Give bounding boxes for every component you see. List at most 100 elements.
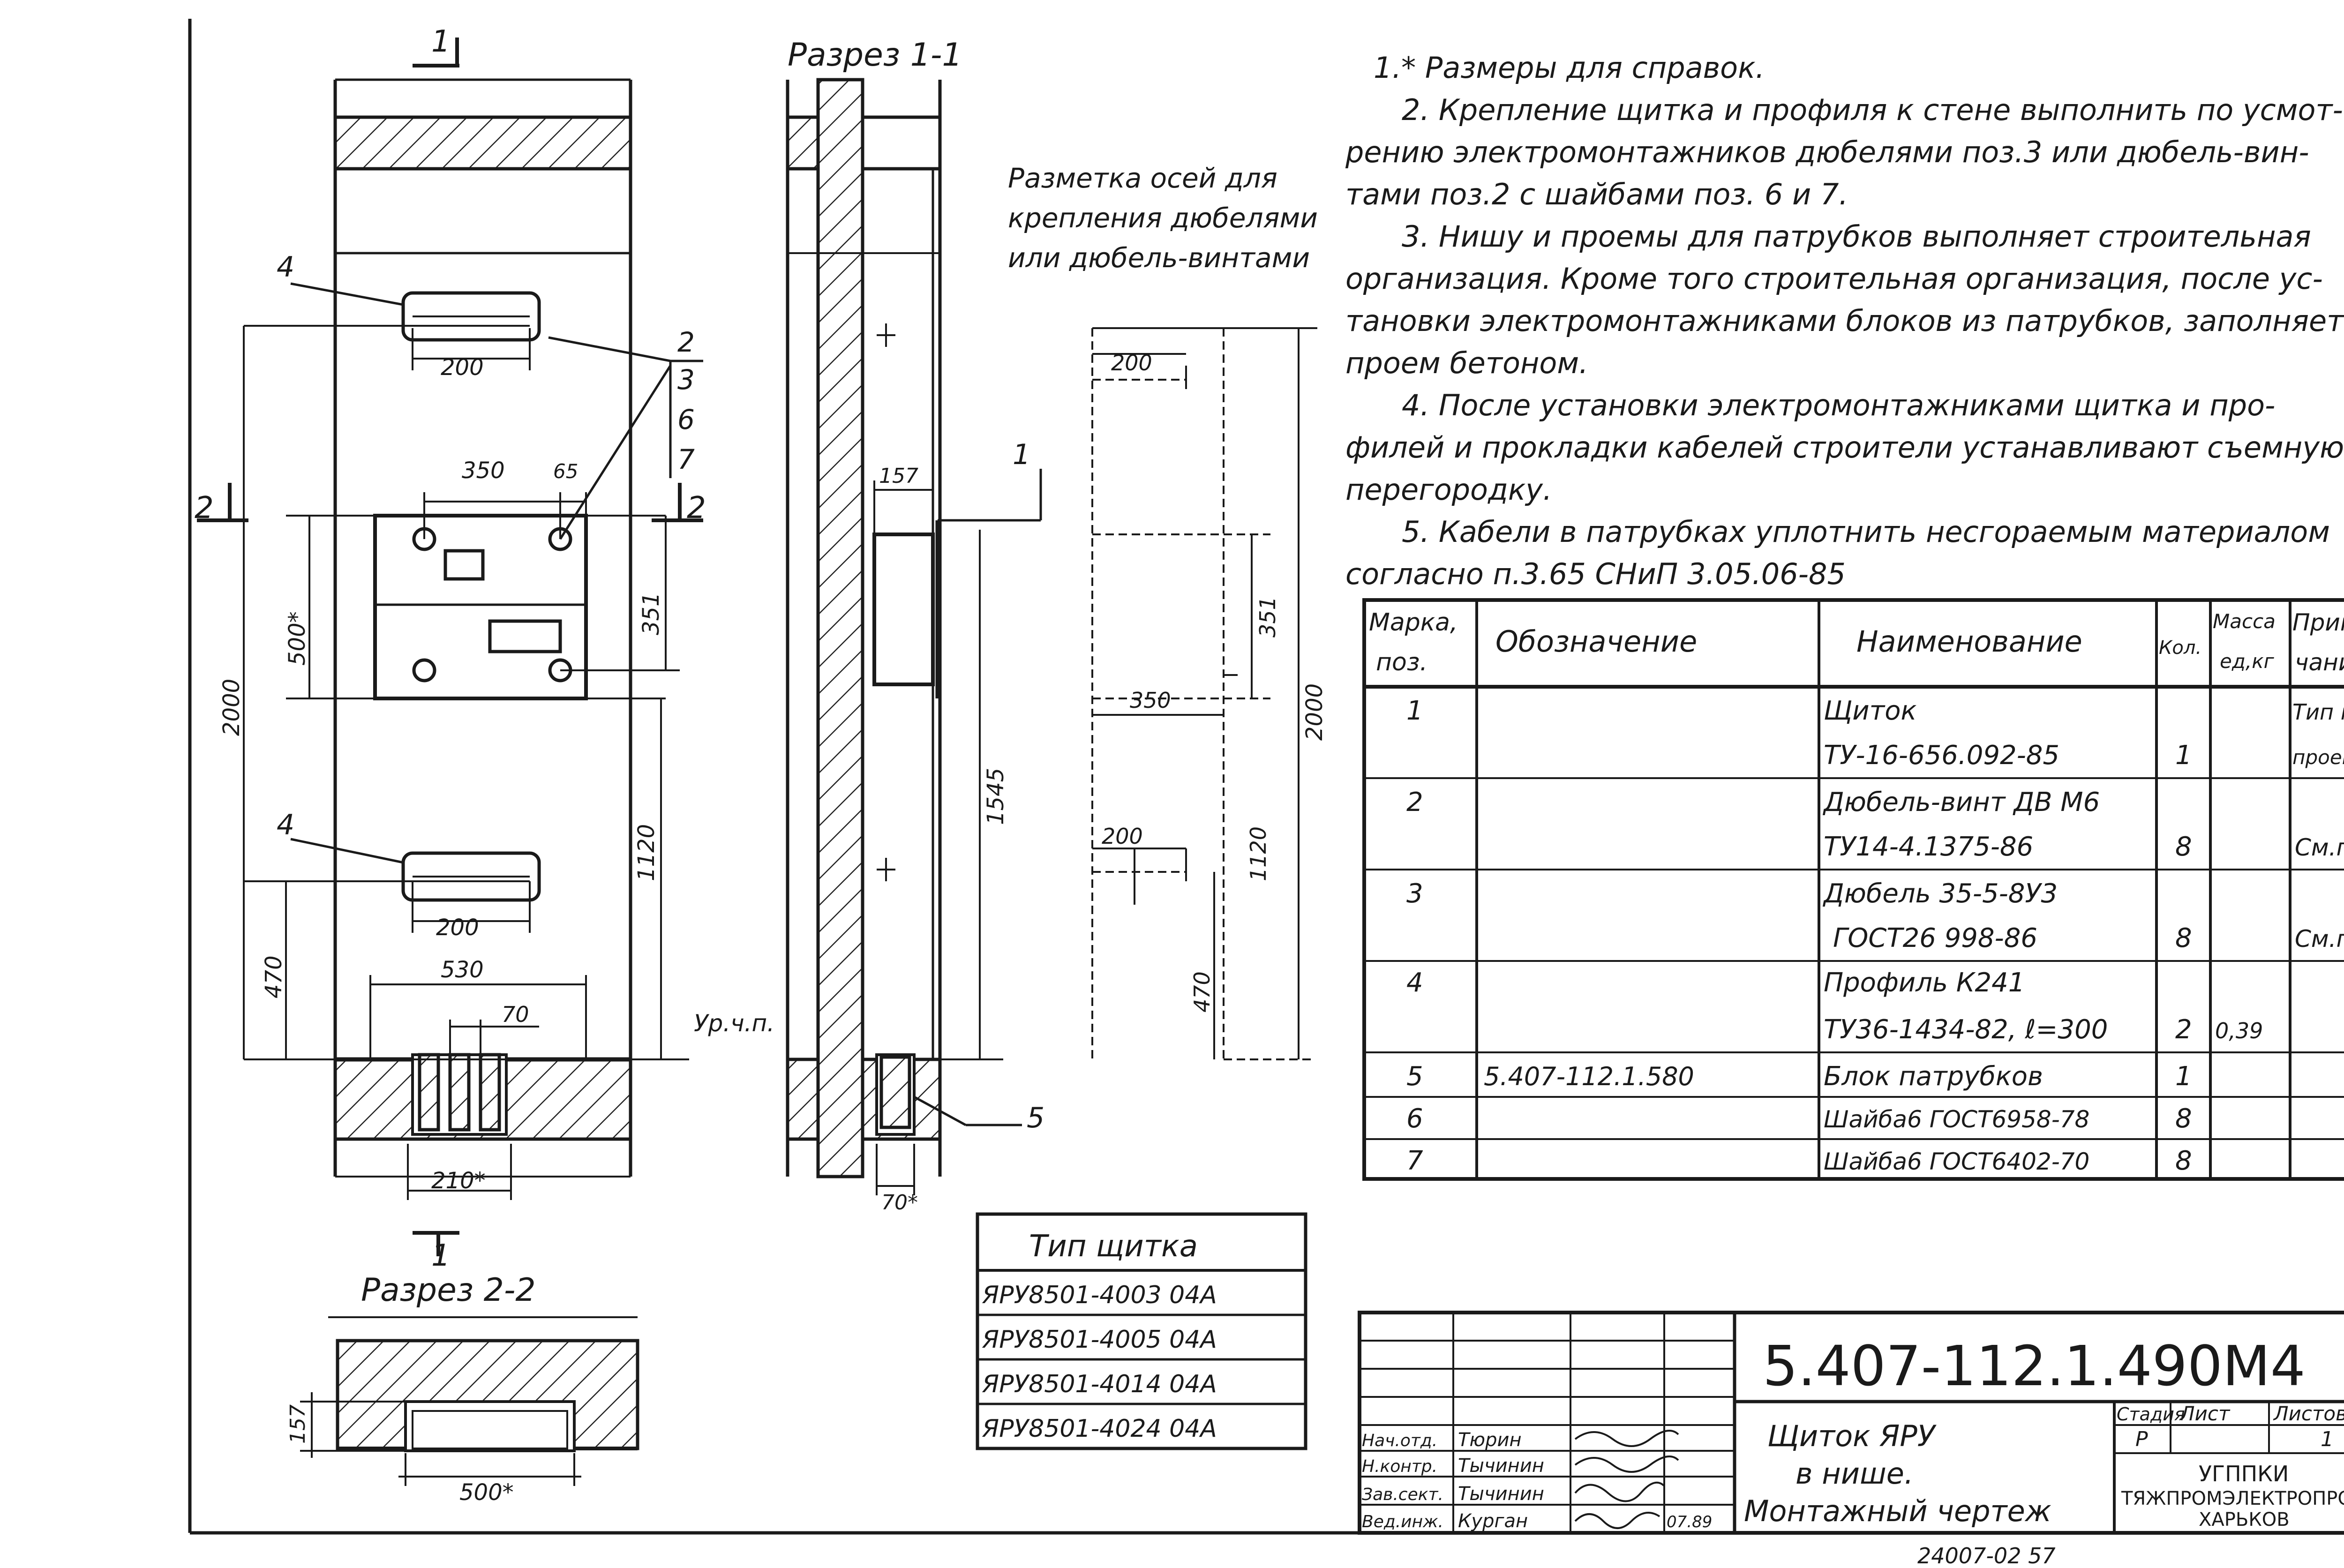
dim-210s: 210* <box>431 1168 486 1194</box>
spec-row-9-qty: 8 <box>2175 1103 2192 1134</box>
type-table-text: Тип щитка ЯРУ8501-4003 04А ЯРУ8501-4005 … <box>982 1229 1217 1443</box>
role-1-name: Тычинин <box>1458 1455 1544 1477</box>
dim-200-top: 200 <box>441 354 484 381</box>
spec-row-3-note: См.п.2 <box>2295 834 2344 861</box>
sheets-label: Листов <box>2273 1402 2344 1425</box>
callout-7: 7 <box>677 443 695 475</box>
spec-row-1-qty: 1 <box>2175 740 2192 771</box>
front-dimensions <box>243 325 689 1200</box>
spec-row-5-qty: 8 <box>2175 923 2192 953</box>
spec-header-note-2: чание <box>2295 649 2344 676</box>
front-leaders <box>290 282 703 864</box>
dim-530: 530 <box>441 957 484 983</box>
note-line: тами поз.2 с шайбами поз. 6 и 7. <box>1345 177 1848 211</box>
spec-header-mass-2: ед,кг <box>2220 650 2275 673</box>
spec-row-8-name: Блок патрубков <box>1824 1061 2043 1092</box>
spec-row-0-name: Щиток <box>1824 696 1917 726</box>
org-line-3: ХАРЬКОВ <box>2199 1509 2290 1530</box>
spec-row-2-name: Дюбель-винт ДВ М6 <box>1822 787 2100 818</box>
title-line-2: в нише. <box>1796 1456 1914 1491</box>
spec-row-0-mark: 1 <box>1406 696 1423 726</box>
spec-row-6-mark: 4 <box>1406 968 1423 998</box>
spec-row-5-note: См.п.2 <box>2295 925 2344 953</box>
dim-65: 65 <box>553 460 578 483</box>
dim-500s: 500* <box>284 611 310 666</box>
section-mark-left: 2 <box>195 491 214 525</box>
dim-200-bottom: 200 <box>436 915 479 941</box>
dim-2000-axes: 2000 <box>1301 683 1328 741</box>
spec-row-2-mark: 2 <box>1406 787 1423 818</box>
spec-header-mass-1: Масса <box>2213 610 2276 633</box>
note-line: проем бетоном. <box>1345 346 1588 380</box>
archive-number: 24007-02 57 <box>1917 1543 2056 1568</box>
stage-value: Р <box>2135 1427 2148 1451</box>
dim-350-axes: 350 <box>1130 688 1171 713</box>
type-row-2: ЯРУ8501-4014 04А <box>982 1370 1217 1398</box>
role-2-name: Тычинин <box>1458 1483 1544 1505</box>
spec-row-10-qty: 8 <box>2175 1146 2192 1176</box>
role-3: Вед.инж. <box>1362 1512 1443 1531</box>
spec-table-rows: 1 Щиток Тип по ТУ-16-656.092-85 1 проект… <box>1406 696 2344 1176</box>
sheet-label: Лист <box>2179 1402 2231 1425</box>
note-line: 1.* Размеры для справок. <box>1374 51 1765 85</box>
note-line: филей и прокладки кабелей строители уста… <box>1345 430 2344 465</box>
spec-header-note-1: Приме- <box>2292 609 2344 636</box>
axes-note-line-3: или дюбель-винтами <box>1008 242 1310 274</box>
type-row-1: ЯРУ8501-4005 04А <box>982 1326 1217 1354</box>
section-mark-top: 1 <box>431 24 451 59</box>
axes-note-line-2: крепления дюбелями <box>1008 202 1318 234</box>
callout-5: 5 <box>1027 1102 1044 1134</box>
section-1-1 <box>786 78 942 1178</box>
dim-1120-axes: 1120 <box>1246 826 1271 881</box>
title-line-1: Щиток ЯРУ <box>1767 1419 1937 1453</box>
spec-header-mark-1: Марка, <box>1369 608 1458 637</box>
spec-row-1-note: проекту <box>2292 746 2344 769</box>
spec-table-grid <box>1362 598 2344 1181</box>
note-line: рению электромонтажников дюбелями поз.3 … <box>1345 135 2309 169</box>
dim-470-front: 470 <box>261 955 287 998</box>
spec-row-4-mark: 3 <box>1406 878 1423 909</box>
sheets-value: 1 <box>2321 1427 2334 1451</box>
type-row-0: ЯРУ8501-4003 04А <box>982 1281 1217 1309</box>
floor-mark: Ур.ч.п. <box>694 1010 774 1037</box>
org-line-1: УГППКИ <box>2199 1461 2289 1486</box>
spec-row-5-name: ГОСТ26 998-86 <box>1833 923 2037 953</box>
spec-row-1-name: ТУ-16-656.092-85 <box>1824 740 2059 771</box>
spec-row-9-mark: 6 <box>1406 1103 1423 1134</box>
axes-marking <box>1091 328 1313 1060</box>
section-1-1-title: Разрез 1-1 <box>788 37 962 74</box>
general-notes: 1.* Размеры для справок. 2. Крепление щи… <box>1345 47 2344 595</box>
spec-row-7-mass: 0,39 <box>2215 1018 2263 1043</box>
section-2-2-title: Разрез 2-2 <box>361 1272 536 1309</box>
stage-label: Стадия <box>2117 1404 2185 1425</box>
note-line: согласно п.3.65 СНиП 3.05.06-85 <box>1345 557 1846 591</box>
dim-200-axes-bottom: 200 <box>1102 824 1143 849</box>
spec-row-3-name: ТУ14-4.1375-86 <box>1824 832 2033 862</box>
title-line-3: Монтажный чертеж <box>1744 1494 2051 1528</box>
org-line-2: ТЯЖПРОМЭЛЕКТРОПРОЕКТ <box>2121 1488 2344 1509</box>
dim-200-axes-top: 200 <box>1111 350 1152 375</box>
spec-row-9-name: Шайба6 ГОСТ6958-78 <box>1824 1106 2089 1133</box>
dim-351-front: 351 <box>638 592 664 635</box>
section-mark-bottom: 1 <box>431 1238 451 1273</box>
dim-70s-section-1: 70* <box>881 1191 918 1215</box>
note-line: 3. Нишу и проемы для патрубков выполняет… <box>1402 219 2311 254</box>
section-2-2 <box>328 1316 639 1452</box>
dim-351-axes: 351 <box>1255 596 1280 638</box>
note-line: перегородку. <box>1345 473 1552 507</box>
note-line: 4. После установки электромонтажниками щ… <box>1402 388 2276 422</box>
axes-marking-dims <box>1092 327 1317 1059</box>
dim-500s-section-2: 500* <box>459 1479 514 1506</box>
document-code: 5.407-112.1.490М4 <box>1763 1334 2306 1398</box>
dim-350: 350 <box>462 458 505 484</box>
callout-4-bottom: 4 <box>277 809 294 841</box>
note-line: тановки электромонтажниками блоков из па… <box>1345 304 2344 338</box>
spec-row-7-qty: 2 <box>2175 1014 2192 1045</box>
dim-1120-front: 1120 <box>633 824 660 881</box>
section-mark-right: 2 <box>687 491 706 525</box>
spec-row-3-qty: 8 <box>2175 832 2192 862</box>
spec-row-7-name: ТУ36-1434-82, ℓ=300 <box>1824 1014 2108 1045</box>
dim-70-front: 70 <box>502 1002 529 1027</box>
role-0: Нач.отд. <box>1362 1431 1437 1450</box>
